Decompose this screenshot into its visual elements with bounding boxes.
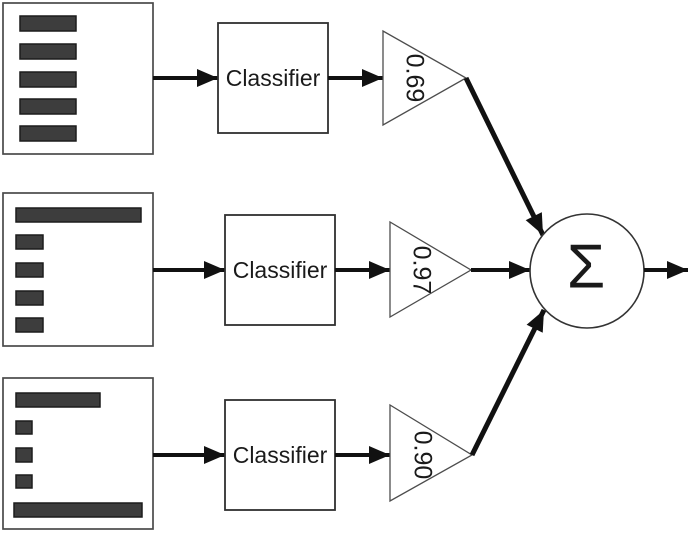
classifier-label: Classifier (233, 442, 328, 468)
weight-gain-1: 0.69 (382, 29, 468, 127)
weight-value: 0.97 (407, 246, 435, 295)
data-bar (19, 43, 77, 60)
data-bar (19, 15, 77, 32)
data-bar (15, 234, 44, 250)
weight-gain-3: 0.90 (389, 403, 474, 503)
weight-triangle (382, 29, 468, 127)
classifier-box-frame (224, 399, 336, 511)
input-box-3 (2, 377, 154, 530)
input-bars-1 (19, 15, 77, 142)
data-bar (19, 125, 77, 142)
data-bar (19, 98, 77, 115)
data-bar (15, 392, 101, 408)
classifier-label: Classifier (226, 65, 321, 91)
input-box-2 (2, 192, 154, 347)
sigma-symbol: Σ (567, 232, 605, 301)
classifier-box-frame (217, 22, 329, 134)
data-bar (15, 447, 33, 463)
weight-value: 0.69 (400, 54, 428, 103)
data-bar (15, 474, 33, 489)
arrow-weight3-to-sum (469, 308, 547, 457)
classifier-box-2: Classifier (224, 214, 336, 326)
data-bar (15, 290, 44, 306)
data-bar (13, 502, 143, 518)
classifier-box-frame (224, 214, 336, 326)
classifier-box-3: Classifier (224, 399, 336, 511)
data-bar (15, 262, 44, 278)
data-bar (19, 71, 77, 88)
weight-value: 0.90 (408, 431, 436, 480)
data-bar (15, 207, 142, 223)
weight-gain-2: 0.97 (389, 220, 473, 319)
weight-triangle (389, 403, 474, 503)
classifier-label: Classifier (233, 257, 328, 283)
classifier-box-1: Classifier (217, 22, 329, 134)
arrow-weight1-to-sum (463, 76, 546, 237)
input-bars-2 (15, 207, 142, 333)
sum-node: Σ (529, 213, 645, 329)
input-bars-3 (13, 392, 143, 518)
weight-triangle (389, 220, 473, 319)
data-bar (15, 420, 33, 435)
input-box-1 (2, 2, 154, 155)
data-bar (15, 317, 44, 333)
